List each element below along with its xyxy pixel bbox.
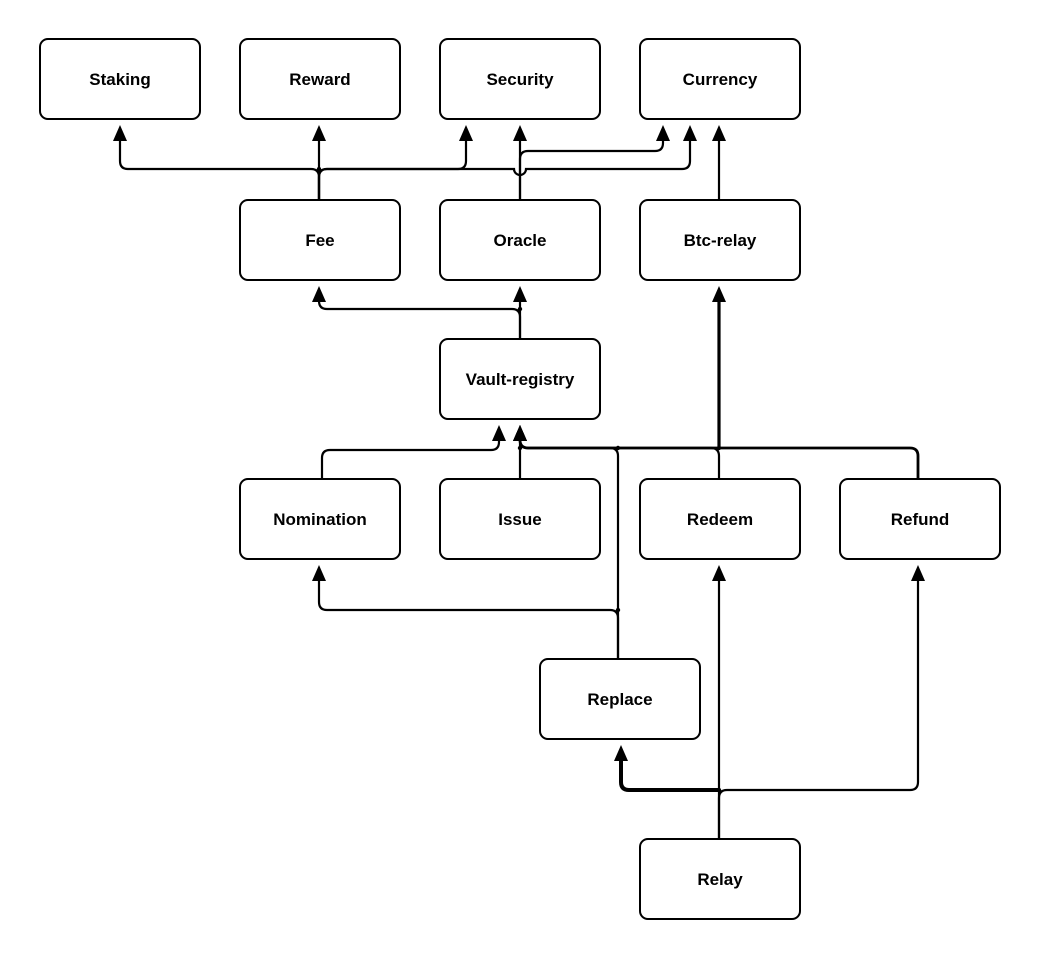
node-replace-label: Replace: [587, 690, 652, 709]
node-vault-registry-box: [439, 338, 601, 420]
node-reward: Reward: [239, 38, 401, 120]
edge-line: [717, 580, 920, 839]
edge-line: [619, 760, 719, 792]
node-reward-label: Reward: [289, 70, 350, 89]
node-staking-box: [39, 38, 201, 120]
arrow-head-icon: [712, 125, 726, 141]
edge-nomination-to-vault-registry: [320, 425, 506, 479]
edge-btc-relay-to-currency: [712, 125, 726, 200]
edge-line: [320, 440, 501, 479]
edge-junction-dot: [615, 607, 621, 613]
arrow-head-icon: [513, 425, 527, 441]
node-staking-label: Staking: [89, 70, 150, 89]
node-replace-box: [539, 658, 701, 740]
edge-junction-dot: [615, 445, 621, 451]
node-redeem: Redeem: [639, 478, 801, 560]
arrow-head-icon: [683, 125, 697, 141]
node-currency: Currency: [639, 38, 801, 120]
node-oracle: Oracle: [439, 199, 601, 281]
node-security-box: [439, 38, 601, 120]
edge-redeem-to-vault-registry: [513, 425, 721, 479]
node-replace: Replace: [539, 658, 701, 740]
node-fee: Fee: [239, 199, 401, 281]
edge-vault-registry-to-fee: [312, 286, 522, 339]
edge-fee-to-currency: [317, 125, 697, 200]
arrow-head-icon: [614, 745, 628, 761]
node-btc-relay-label: Btc-relay: [684, 231, 757, 250]
node-issue-box: [439, 478, 601, 560]
node-nomination-box: [239, 478, 401, 560]
edge-replace-to-nomination: [312, 565, 620, 659]
arrow-head-icon: [656, 125, 670, 141]
node-refund-box: [839, 478, 1001, 560]
node-issue: Issue: [439, 478, 601, 560]
node-nomination-label: Nomination: [273, 510, 367, 529]
edge-junction-dot: [716, 787, 722, 793]
node-oracle-label: Oracle: [494, 231, 547, 250]
node-security-label: Security: [486, 70, 554, 89]
edge-junction-dot: [517, 445, 523, 451]
node-btc-relay-box: [639, 199, 801, 281]
edge-fee-to-security: [317, 125, 473, 200]
edge-relay-to-refund: [717, 565, 925, 839]
node-relay: Relay: [639, 838, 801, 920]
node-btc-relay: Btc-relay: [639, 199, 801, 281]
node-currency-label: Currency: [683, 70, 758, 89]
edge-junction-dot: [517, 306, 523, 312]
arrow-head-icon: [312, 286, 326, 302]
arrow-head-icon: [312, 125, 326, 141]
node-nomination: Nomination: [239, 478, 401, 560]
edge-oracle-to-currency: [518, 125, 670, 200]
node-refund-label: Refund: [891, 510, 950, 529]
arrow-head-icon: [492, 425, 506, 441]
node-fee-box: [239, 199, 401, 281]
arrow-head-icon: [513, 125, 527, 141]
node-redeem-label: Redeem: [687, 510, 753, 529]
edge-line: [118, 140, 321, 200]
edge-redeem-to-btc-relay: [712, 286, 726, 448]
edge-refund-to-vault-registry: [513, 425, 920, 479]
arrow-head-icon: [513, 286, 527, 302]
edge-line: [518, 439, 721, 479]
node-relay-box: [639, 838, 801, 920]
edge-line: [518, 439, 920, 479]
node-refund: Refund: [839, 478, 1001, 560]
edge-line: [317, 580, 620, 659]
node-currency-box: [639, 38, 801, 120]
node-vault-registry-label: Vault-registry: [466, 370, 575, 389]
node-security: Security: [439, 38, 601, 120]
arrow-head-icon: [712, 286, 726, 302]
node-oracle-box: [439, 199, 601, 281]
node-reward-box: [239, 38, 401, 120]
edge-junction-dot: [716, 445, 722, 451]
node-fee-label: Fee: [305, 231, 334, 250]
edge-line: [317, 140, 692, 200]
edge-fee-to-staking: [113, 125, 321, 200]
edge-junction-dot: [316, 166, 322, 172]
edge-line: [317, 300, 522, 339]
arrow-head-icon: [712, 565, 726, 581]
edge-relay-to-replace: [614, 745, 719, 792]
node-relay-label: Relay: [697, 870, 743, 889]
arrow-head-icon: [312, 565, 326, 581]
arrow-head-icon: [459, 125, 473, 141]
node-redeem-box: [639, 478, 801, 560]
node-vault-registry: Vault-registry: [439, 338, 601, 420]
node-staking: Staking: [39, 38, 201, 120]
arrow-head-icon: [113, 125, 127, 141]
arrow-head-icon: [911, 565, 925, 581]
edge-line: [518, 140, 665, 200]
node-issue-label: Issue: [498, 510, 541, 529]
